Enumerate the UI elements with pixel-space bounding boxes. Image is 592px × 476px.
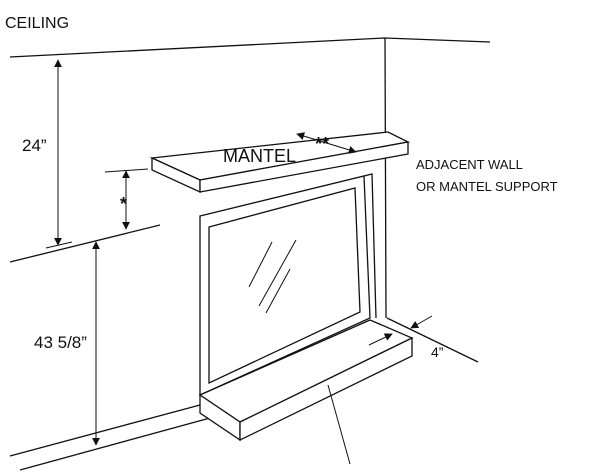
label-clearance-24: 24”: [22, 136, 47, 155]
ceiling-line: [9, 37, 491, 58]
label-floor-to-mantel: 43 5/8”: [34, 333, 87, 352]
hearth-leader-line: [327, 384, 351, 465]
label-clearance-star: *: [120, 194, 127, 214]
label-wall-offset: 4”: [431, 344, 444, 360]
label-mantel-depth: **: [315, 134, 329, 154]
offset-arrow-lower: [368, 333, 393, 346]
floor-line-back: [19, 417, 211, 471]
mantel-side: [199, 141, 409, 193]
glass-reflection: [248, 239, 297, 314]
offset-arrow-upper: [410, 315, 433, 329]
label-adjacent-wall-1: ADJACENT WALL: [416, 157, 523, 172]
wall-corner-line: [384, 37, 387, 319]
label-adjacent-wall-2: OR MANTEL SUPPORT: [416, 179, 558, 194]
fireplace-outer-frame: [199, 175, 371, 397]
label-mantel: MANTEL: [223, 146, 296, 166]
floor-line-front: [9, 404, 201, 457]
wall-mantel-height-line: [9, 224, 161, 263]
fireplace-side: [363, 173, 377, 319]
dimension-24-tick-bottom: [45, 241, 73, 249]
hearth-edge: [239, 336, 413, 442]
floor-line-adjacent: [386, 317, 479, 363]
dimension-double-star-arrow: [296, 132, 357, 154]
fireplace-glass: [208, 187, 361, 385]
dimension-star-tick-top: [104, 168, 149, 173]
label-ceiling: CEILING: [5, 15, 69, 32]
